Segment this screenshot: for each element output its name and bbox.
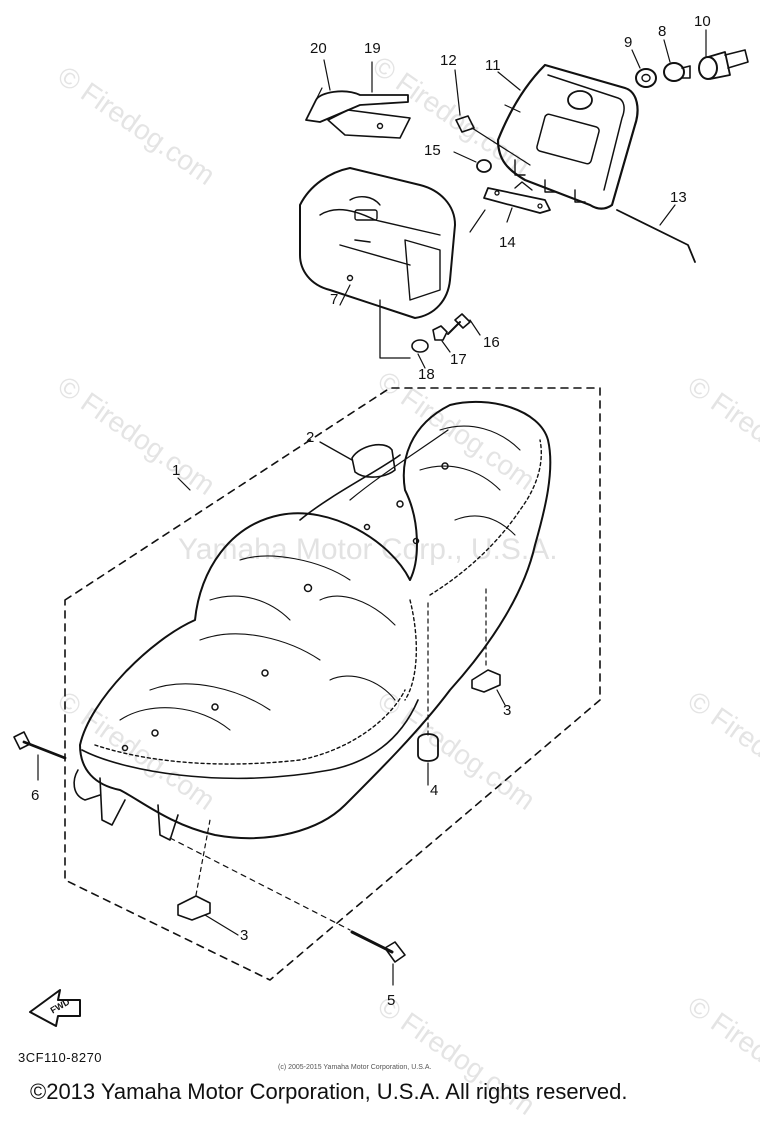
footer-copyright: ©2013 Yamaha Motor Corporation, U.S.A. A… xyxy=(30,1079,628,1104)
front-arrow xyxy=(29,989,81,1027)
strap-part xyxy=(319,441,396,478)
storage-box-part xyxy=(496,63,639,210)
part-code: 3CF110-8270 xyxy=(18,1050,103,1065)
assembly-outline xyxy=(64,387,601,981)
callout-13: 13 xyxy=(670,189,687,206)
rod-part-13 xyxy=(616,204,696,263)
callout-4: 4 xyxy=(430,782,439,799)
grommet-part-15 xyxy=(453,151,492,173)
seat-part xyxy=(73,401,552,841)
callout-20: 20 xyxy=(310,40,327,57)
callout-3: 3 xyxy=(503,702,512,719)
hardware-parts xyxy=(379,299,481,369)
callout-1: 1 xyxy=(172,462,181,479)
callout-18: 18 xyxy=(418,366,435,383)
callout-3: 3 xyxy=(240,927,249,944)
callout-10: 10 xyxy=(694,13,711,30)
callout-15: 15 xyxy=(424,142,441,159)
callout-14: 14 xyxy=(499,234,516,251)
tail-cover-part xyxy=(299,167,456,319)
callout-17: 17 xyxy=(450,351,467,368)
lock-parts xyxy=(631,29,749,88)
damper-part xyxy=(417,599,439,786)
callout-6: 6 xyxy=(31,787,40,804)
bolt-part-5 xyxy=(169,837,406,986)
small-copyright: (c) 2005-2015 Yamaha Motor Corporation, … xyxy=(278,1064,432,1071)
clip-part-right xyxy=(471,584,506,706)
clip-part-left xyxy=(177,819,239,936)
callout-7: 7 xyxy=(330,291,339,308)
bracket-part-19-20 xyxy=(305,59,411,139)
callout-12: 12 xyxy=(440,52,457,69)
bracket-part-14 xyxy=(469,181,551,233)
clip-part-12 xyxy=(454,69,531,166)
center-watermark: Yamaha Motor Corp., U.S.A. xyxy=(178,533,558,566)
bolt-part-6 xyxy=(13,731,67,781)
callout-19: 19 xyxy=(364,40,381,57)
callout-11: 11 xyxy=(485,57,501,74)
callout-9: 9 xyxy=(624,34,633,51)
callout-16: 16 xyxy=(483,334,500,351)
callout-5: 5 xyxy=(387,992,396,1009)
callout-2: 2 xyxy=(306,429,315,446)
callout-8: 8 xyxy=(658,23,667,40)
